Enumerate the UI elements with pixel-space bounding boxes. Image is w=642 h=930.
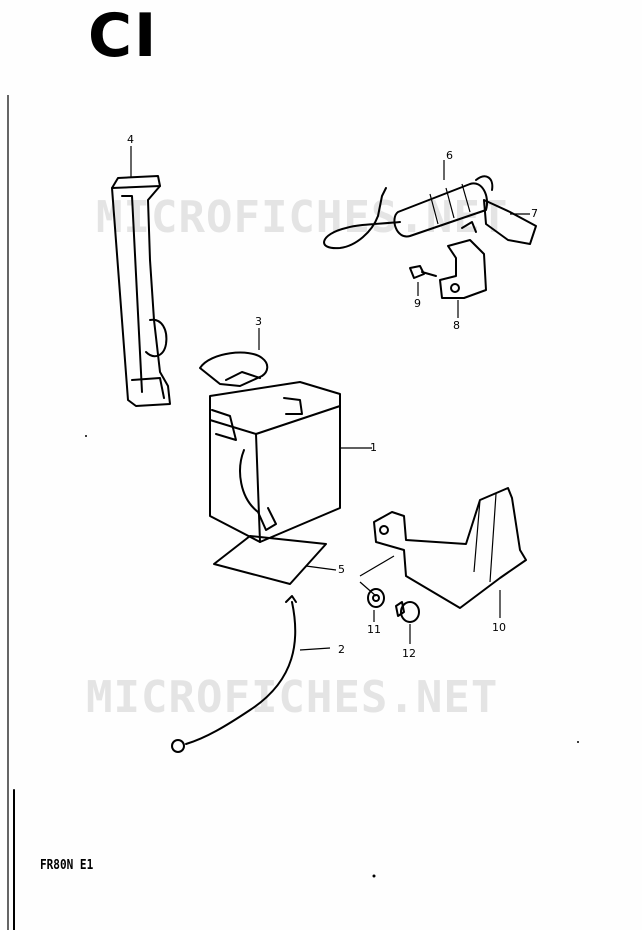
battery-cushion-drawing [213, 535, 337, 585]
bolt-drawing [395, 601, 420, 644]
screw-drawing [409, 265, 437, 296]
callout-10: 10 [492, 621, 506, 634]
callout-12: 12 [402, 647, 416, 660]
callout-4: 4 [127, 133, 134, 146]
washer-drawing [359, 555, 395, 622]
condenser-clip-drawing [461, 199, 537, 245]
battery-cover-drawing [199, 328, 269, 387]
watermark-bottom: MICROFICHES.NET [86, 672, 499, 723]
battery-holder-drawing [373, 487, 527, 618]
model-code: FR80N E1 [40, 858, 94, 873]
callout-8: 8 [453, 319, 460, 332]
callout-3: 3 [255, 315, 262, 328]
callout-5: 5 [338, 563, 345, 576]
condenser-bracket-drawing [439, 239, 487, 318]
watermark-top: MICROFICHES.NET [96, 192, 509, 243]
callout-6: 6 [446, 149, 453, 162]
battery-drawing [209, 381, 372, 543]
callout-9: 9 [414, 297, 421, 310]
callout-1: 1 [370, 441, 377, 454]
callout-2: 2 [338, 643, 345, 656]
section-code: CI [88, 1, 159, 71]
condenser-drawing [323, 160, 494, 250]
battery-band-drawing [111, 146, 171, 407]
callout-11: 11 [367, 623, 381, 636]
callout-7: 7 [531, 207, 538, 220]
battery-lead-drawing [171, 595, 331, 753]
